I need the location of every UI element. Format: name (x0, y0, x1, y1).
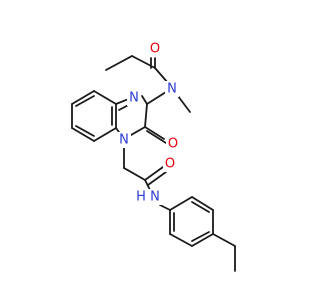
atom-labels: O N N O N O N H (117, 41, 180, 205)
atom-O1: O (148, 41, 162, 57)
bond-double-b (146, 130, 167, 144)
bond-single (71, 127, 95, 142)
atom-NH: N H (134, 189, 162, 205)
atom-O3: O (163, 156, 177, 172)
bond-aromatic (75, 95, 95, 107)
bond-single (191, 196, 214, 211)
bond-single (169, 196, 193, 211)
bond-single (169, 233, 193, 247)
bond-single (141, 95, 148, 105)
bond-lines (71, 55, 236, 272)
bond-single (144, 179, 151, 191)
bond-single (159, 204, 171, 211)
atom-label-oxygen: O (150, 42, 160, 57)
atom-label-nitrogen: N (167, 82, 177, 97)
bond-double-b (147, 171, 167, 186)
bond-single (93, 127, 117, 142)
atom-label-oxygen: O (168, 137, 178, 152)
atom-label-nitrogen: N (129, 91, 139, 106)
bond-double-a (144, 166, 164, 181)
atom-N2: N (165, 81, 179, 97)
atom-O2: O (166, 136, 180, 152)
bond-single (146, 91, 167, 105)
atom-N1: N (127, 90, 141, 106)
atom-label-oxygen: O (165, 157, 175, 172)
bond-aromatic (191, 201, 210, 213)
molecule-structure-diagram: O N N O N O N H (71, 41, 236, 272)
bond-single (93, 90, 117, 105)
bond-single (154, 67, 169, 84)
atom-label-hydrogen: H (136, 190, 146, 205)
bond-single (144, 103, 148, 128)
bond-aromatic (75, 125, 95, 137)
bond-single (212, 233, 236, 247)
bond-single (71, 90, 95, 105)
bond-single (105, 55, 133, 71)
bond-single (191, 233, 214, 247)
bond-aromatic (191, 231, 210, 242)
bond-single (177, 95, 191, 113)
atom-label-nitrogen: N (119, 133, 129, 148)
bond-single (123, 167, 146, 181)
bond-double-a (144, 126, 165, 140)
atom-N3: N (117, 132, 131, 148)
atom-label-nitrogen: N (150, 190, 160, 205)
